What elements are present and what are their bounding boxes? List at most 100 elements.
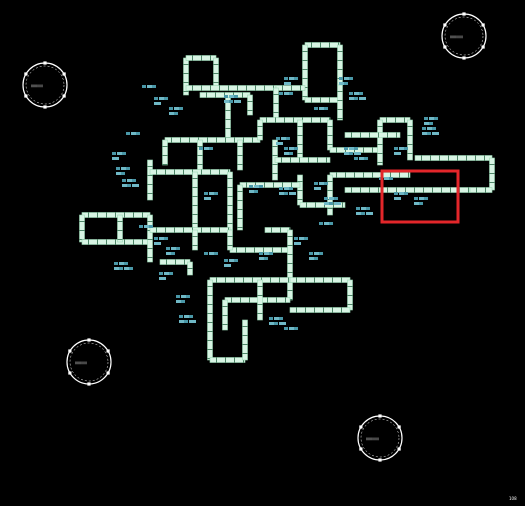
track-tick (303, 96, 308, 97)
track-segment[interactable] (345, 188, 470, 193)
track-tick (328, 190, 333, 191)
track-tick (476, 188, 477, 193)
track-tick (226, 110, 231, 111)
track-tick (311, 118, 312, 123)
track-tick (332, 278, 333, 283)
track-segment[interactable] (274, 88, 279, 120)
track-tick (282, 183, 283, 188)
track-segment[interactable] (150, 228, 230, 233)
track-segment[interactable] (148, 215, 153, 262)
track-segment[interactable] (345, 133, 400, 138)
component-pad (169, 272, 173, 275)
track-segment[interactable] (198, 140, 203, 172)
track-tick (272, 248, 273, 253)
component-pad (112, 152, 116, 155)
track-tick (485, 188, 486, 193)
component-cluster[interactable] (204, 252, 218, 255)
track-segment[interactable] (228, 230, 233, 250)
track-segment[interactable] (186, 86, 276, 91)
component-pad (329, 202, 333, 205)
track-tick (338, 109, 343, 110)
track-segment[interactable] (265, 228, 290, 233)
component-cluster[interactable] (142, 85, 156, 88)
track-segment[interactable] (338, 85, 343, 120)
component-pad (126, 132, 130, 135)
component-cluster[interactable] (354, 157, 368, 160)
track-tick (193, 187, 198, 188)
track-segment[interactable] (150, 170, 230, 175)
track-segment[interactable] (208, 280, 213, 360)
track-segment[interactable] (330, 173, 410, 178)
track-tick (183, 170, 184, 175)
track-tick (184, 82, 189, 83)
component-pad (126, 167, 130, 170)
component-pad (414, 197, 418, 200)
track-tick (490, 182, 495, 183)
track-tick (396, 188, 397, 193)
track-segment[interactable] (490, 158, 495, 190)
component-cluster[interactable] (139, 225, 153, 228)
component-pad (334, 197, 338, 200)
component-pad (112, 157, 119, 160)
track-segment[interactable] (228, 172, 233, 230)
track-tick (320, 98, 321, 103)
track-segment[interactable] (288, 230, 293, 300)
track-segment[interactable] (193, 230, 198, 250)
track-segment[interactable] (163, 140, 168, 165)
component-cluster[interactable] (314, 107, 328, 110)
track-segment[interactable] (193, 172, 198, 230)
track-tick (387, 188, 388, 193)
ring-pin (63, 72, 66, 75)
track-segment[interactable] (165, 138, 260, 143)
component-cluster[interactable] (319, 222, 333, 225)
track-segment[interactable] (305, 43, 340, 48)
track-tick (298, 144, 303, 145)
component-cluster[interactable] (284, 327, 298, 330)
track-tick (271, 228, 272, 233)
track-tick (236, 248, 237, 253)
component-cluster[interactable] (119, 267, 133, 270)
track-tick (326, 158, 327, 163)
track-tick (439, 156, 440, 161)
track-segment[interactable] (303, 45, 308, 100)
component-pad (259, 185, 263, 188)
component-pad (356, 207, 360, 210)
track-tick (210, 170, 211, 175)
track-segment[interactable] (470, 188, 492, 193)
track-segment[interactable] (210, 358, 245, 363)
component-cluster[interactable] (126, 132, 140, 135)
track-segment[interactable] (258, 120, 263, 140)
component-cluster[interactable] (279, 92, 293, 95)
component-cluster[interactable] (199, 147, 213, 150)
track-tick (206, 93, 207, 98)
track-segment[interactable] (260, 118, 330, 123)
track-segment[interactable] (82, 240, 150, 245)
component-pad (319, 222, 323, 225)
track-tick (273, 146, 278, 147)
track-segment[interactable] (118, 215, 123, 242)
track-tick (148, 166, 153, 167)
ring-pin (107, 349, 110, 352)
track-segment[interactable] (305, 98, 340, 103)
track-tick (450, 188, 451, 193)
track-segment[interactable] (80, 215, 85, 242)
track-tick (264, 183, 265, 188)
track-tick (390, 173, 391, 178)
track-segment[interactable] (415, 156, 492, 161)
track-segment[interactable] (82, 213, 150, 218)
track-tick (396, 133, 397, 138)
track-tick (148, 248, 153, 249)
track-segment[interactable] (210, 278, 290, 283)
track-tick (214, 64, 219, 65)
track-tick (118, 221, 123, 222)
ring-pin (87, 338, 90, 341)
track-segment[interactable] (248, 95, 253, 115)
track-segment[interactable] (275, 158, 330, 163)
track-tick (288, 236, 293, 237)
track-tick (441, 188, 442, 193)
component-pad (314, 257, 318, 260)
component-pad (176, 295, 180, 298)
track-tick (264, 86, 265, 91)
component-pad (314, 182, 318, 185)
